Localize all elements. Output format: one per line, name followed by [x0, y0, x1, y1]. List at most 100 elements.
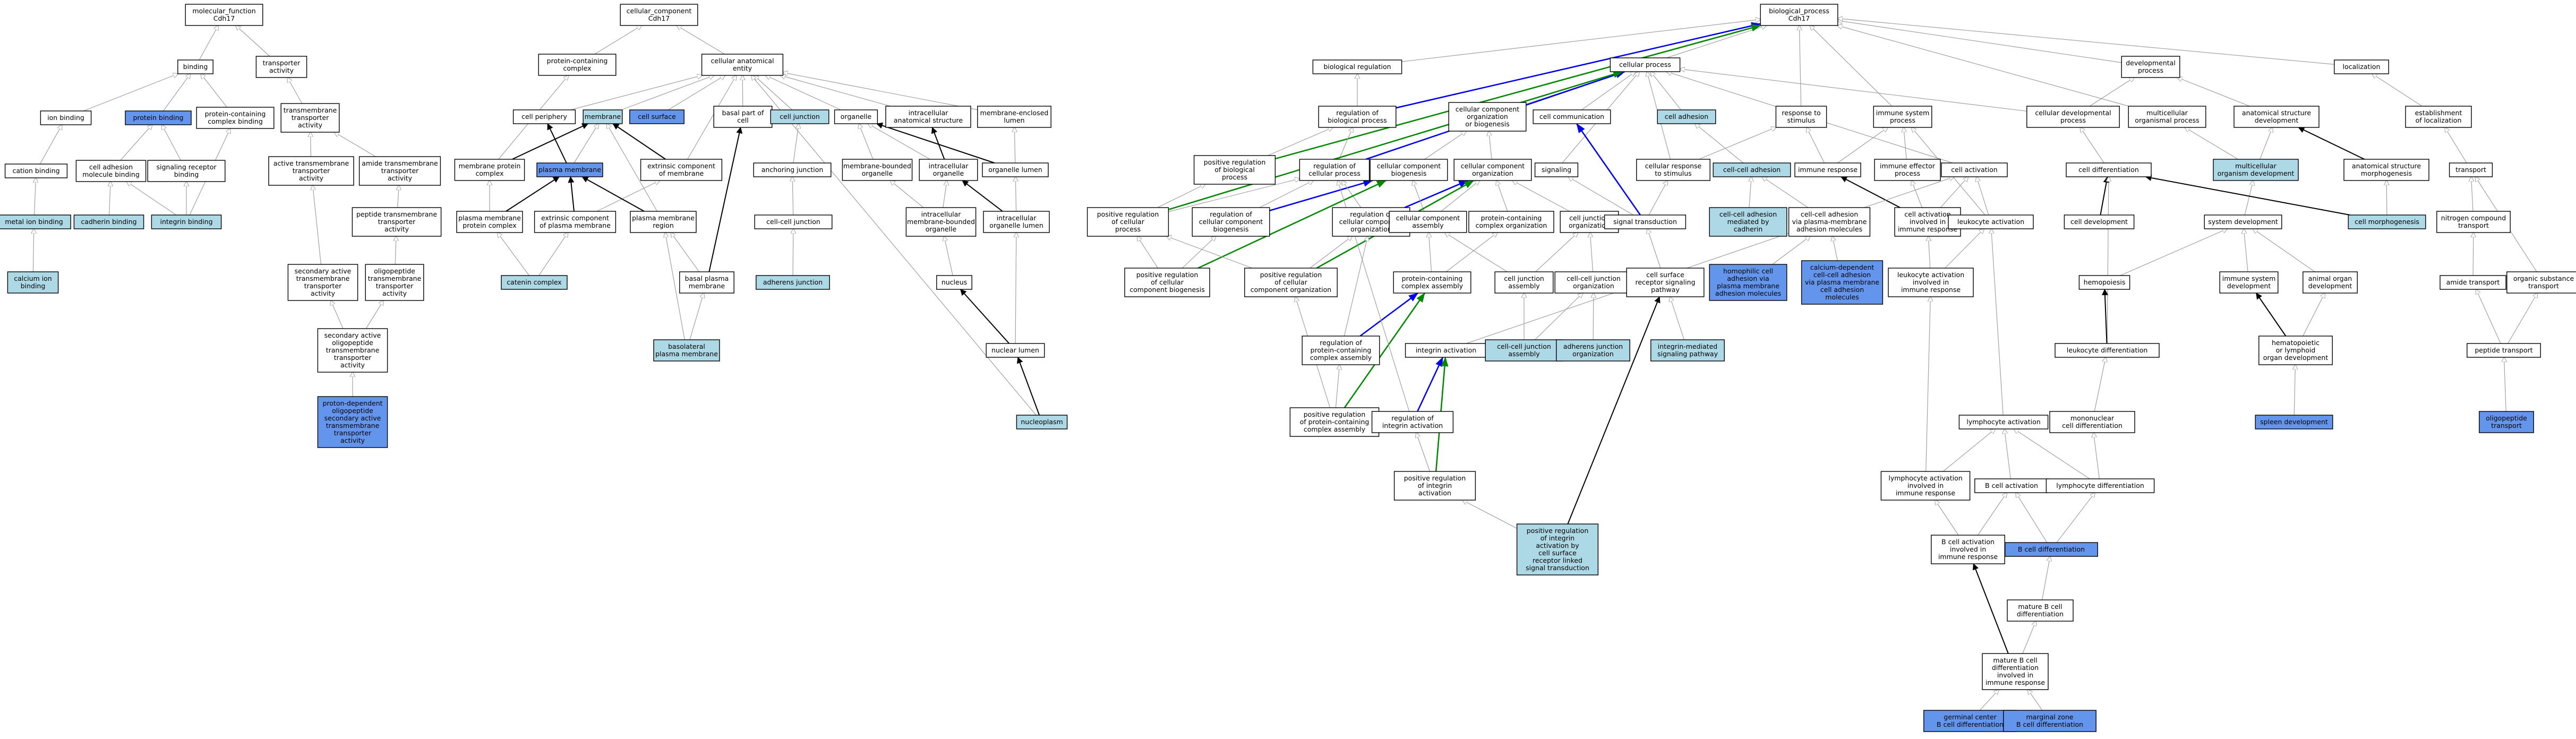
go-term-label-line: cell surface	[638, 113, 676, 121]
edge-is-a	[2094, 357, 2106, 412]
edge-is-a	[1991, 229, 2004, 416]
go-term-box	[2007, 599, 2074, 622]
go-term-box	[1650, 339, 1725, 362]
go-term-label-line: cell periphery	[521, 113, 567, 121]
edge-part-of	[2101, 289, 2108, 344]
go-term-label-line: leukocyte activation	[1957, 218, 2024, 226]
edge-is-a	[1445, 233, 1508, 272]
go-term-label-line: organelle lumen	[988, 166, 1042, 174]
go-term-box	[2049, 411, 2135, 433]
go-term-label-line: nucleoplasm	[1021, 418, 1063, 426]
edge-is-a	[780, 75, 891, 107]
go-term-node-saoligo: secondary activeoligopeptidetransmembran…	[317, 328, 388, 373]
go-term-box	[2128, 106, 2206, 128]
go-term-label-line: complex assembly	[1310, 354, 1372, 362]
edge-is-a	[671, 233, 700, 272]
go-term-label-line: adhesion molecules	[1796, 225, 1862, 233]
go-term-box	[986, 343, 1045, 358]
go-term-label-line: cell adhesion	[89, 163, 133, 171]
edge-is-a	[2177, 78, 2250, 107]
edge-is-a	[1339, 127, 1353, 160]
edge-part-of	[506, 176, 560, 212]
go-term-label-line: plasma membrane	[632, 214, 695, 222]
go-term-node-leuk-act: leukocyte activation	[1948, 214, 2034, 229]
go-term-box	[196, 107, 275, 129]
go-term-node-sys-dev: system development	[2204, 214, 2282, 229]
edge-is-a	[1837, 25, 2129, 107]
go-term-label-line: of cellular	[1111, 218, 1145, 226]
edge-is-a	[287, 78, 303, 104]
go-term-node-amide-transport: amide transport	[2440, 275, 2506, 290]
edge-is-a	[859, 124, 874, 160]
go-term-node-organelle: organelle	[834, 109, 878, 124]
edge-is-a	[2294, 365, 2295, 416]
go-term-box	[640, 159, 723, 181]
go-term-label-line: organ development	[2263, 354, 2329, 362]
go-term-label-line: positive regulation	[1097, 210, 1159, 218]
go-term-box	[1302, 336, 1380, 365]
edge-is-a	[1259, 181, 1313, 208]
go-term-node-oligota: oligopeptidetransmembranetransporteracti…	[365, 264, 424, 301]
go-term-label-line: organelle	[933, 169, 964, 177]
go-term-label-line: positive regulation	[1204, 158, 1266, 166]
go-term-box	[1760, 4, 1838, 26]
go-term-label-line: transmembrane	[368, 274, 422, 282]
go-term-box	[185, 4, 263, 26]
go-term-box	[2348, 214, 2426, 229]
edge-is-a	[2253, 229, 2315, 272]
go-term-box	[358, 156, 441, 186]
edge-is-a	[668, 75, 725, 110]
go-term-box	[1974, 478, 2049, 493]
go-term-label-line: via plasma-membrane	[1792, 218, 1867, 226]
edge-is-a	[1015, 177, 1016, 212]
go-term-box	[1405, 343, 1487, 358]
edge-is-a	[1912, 181, 1923, 208]
edge-positively-regulates	[1168, 71, 1623, 211]
go-term-box	[1636, 159, 1710, 181]
go-term-label-line: anatomical structure	[2352, 162, 2421, 170]
go-term-node-cell-comm: cell communication	[1533, 109, 1611, 124]
go-term-label-line: intracellular	[929, 162, 969, 170]
go-term-box	[1709, 207, 1787, 237]
go-term-label-line: membrane protein	[459, 162, 521, 170]
go-term-label-line: lymphocyte activation	[1966, 418, 2040, 426]
edge-is-a	[1535, 293, 1582, 340]
go-term-label-line: protein complex	[463, 221, 516, 229]
go-term-label-line: organization	[1350, 225, 1392, 233]
go-term-label-line: immune response	[1896, 489, 1955, 497]
edge-is-a	[1979, 690, 1999, 711]
go-term-label-line: complex organization	[1476, 221, 1547, 229]
edge-is-a	[766, 75, 841, 110]
go-term-label-line: secondary active	[324, 331, 381, 339]
go-term-label-line: cellular component	[1377, 162, 1441, 170]
go-term-label-line: intracellular	[909, 109, 949, 117]
go-term-label-line: basolateral	[668, 342, 705, 350]
go-term-label-line: immune response	[1898, 225, 1957, 233]
edge-is-a	[1945, 229, 1984, 269]
go-term-label-line: amide transmembrane	[362, 159, 438, 167]
go-term-box	[2303, 271, 2358, 294]
edge-is-a	[1416, 433, 1431, 472]
go-term-box	[40, 110, 92, 125]
go-term-label-line: process	[2138, 66, 2163, 74]
go-term-box	[2219, 271, 2279, 294]
go-term-label-line: transmembrane	[284, 106, 337, 114]
edge-part-of	[1972, 563, 2009, 654]
go-term-box	[983, 211, 1050, 233]
go-term-node-plasma-membrane: plasma membrane	[536, 162, 603, 177]
go-term-label-line: cell adhesion	[1665, 113, 1708, 121]
go-term-label-line: secondary active	[324, 414, 381, 422]
edge-is-a	[1666, 25, 1766, 58]
